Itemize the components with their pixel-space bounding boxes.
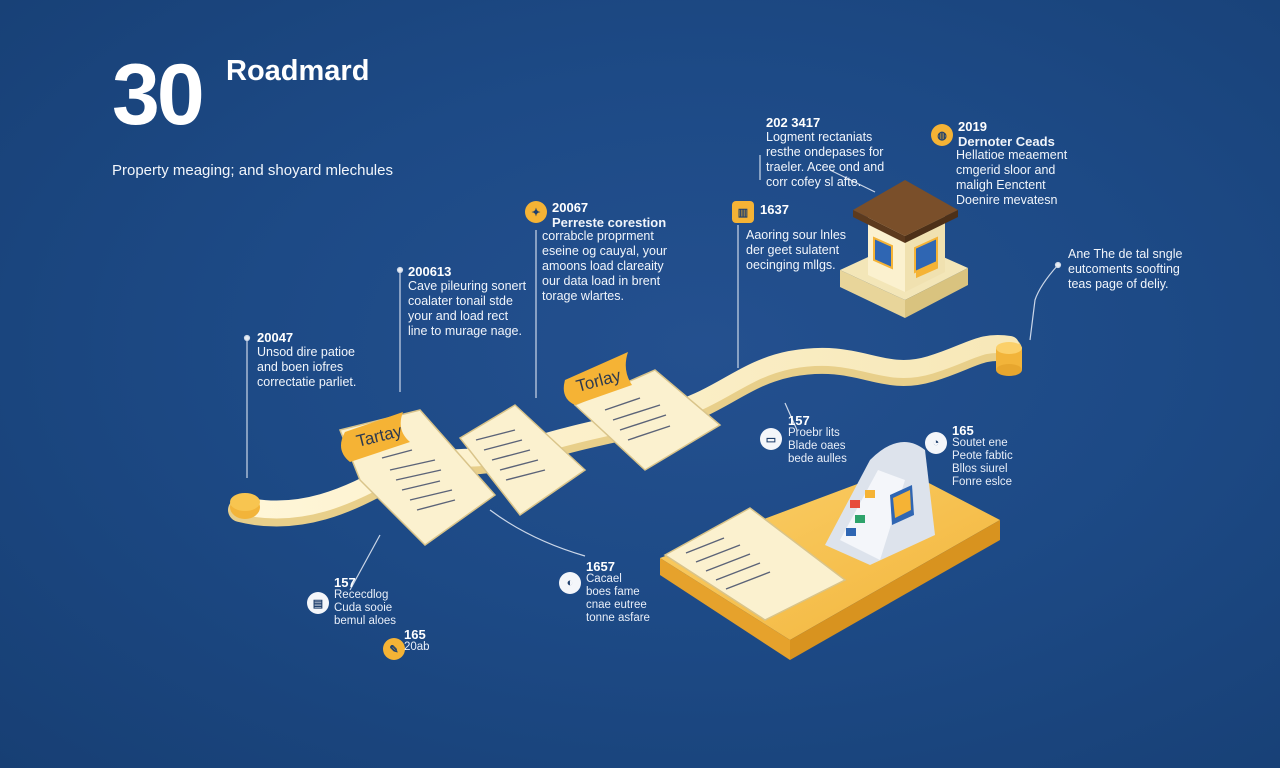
milestone-2-year: 200613 bbox=[408, 264, 452, 279]
house-illustration bbox=[840, 180, 968, 318]
bottom-note-1-line: bemul aloes bbox=[334, 615, 397, 627]
bottom-note-4: 157 Proebr lits Blade oaes bede aulles bbox=[788, 414, 847, 466]
milestone-7: Ane The de tal sngle eutcoments soofting… bbox=[1068, 247, 1182, 292]
scroll-document-2 bbox=[458, 404, 587, 517]
milestone-4: 1637 bbox=[760, 202, 789, 217]
milestone-4-body: Aaoring sour lnles der geet sulatent oec… bbox=[746, 228, 846, 273]
milestone-3-line: torage wlartes. bbox=[542, 289, 624, 303]
milestone-7-line: Ane The de tal sngle bbox=[1068, 247, 1183, 261]
bottom-note-2-year: 165 bbox=[404, 627, 426, 642]
milestone-6-heading: Dernoter Ceads bbox=[958, 134, 1055, 149]
bottom-note-5-year: 165 bbox=[952, 423, 974, 438]
milestone-5-line: resthe ondepases for bbox=[766, 145, 884, 159]
milestone-3-line: corrabcle proprment bbox=[542, 229, 654, 243]
bottom-note-3-year: 1657 bbox=[586, 559, 615, 574]
milestone-1-year: 20047 bbox=[257, 330, 294, 345]
milestone-3-body: corrabcle proprment eseine og cauyal, yo… bbox=[542, 229, 667, 304]
truck-icon: ▭ bbox=[760, 428, 782, 450]
bottom-note-4-line: Blade oaes bbox=[788, 440, 846, 452]
bottom-note-3-line: tonne asfare bbox=[586, 612, 650, 624]
card-icon: ▤ bbox=[307, 592, 329, 614]
bottom-note-4-line: bede aulles bbox=[788, 453, 847, 465]
milestone-2-line: line to murage nage. bbox=[408, 324, 522, 338]
bottom-note-3-line: cnae eutree bbox=[586, 599, 647, 611]
bottom-note-1-year: 157 bbox=[334, 575, 356, 590]
milestone-1-line: correctatie parliet. bbox=[257, 375, 357, 389]
milestone-7-line: eutcoments soofting bbox=[1068, 262, 1180, 276]
milestone-5-line: corr cofey sl afte. bbox=[766, 175, 862, 189]
milestone-2: 200613 Cave pileuring sonert coalater to… bbox=[408, 264, 526, 339]
milestone-3-line: amoons load clareaity bbox=[542, 259, 664, 273]
page-subtitle: Property meaging; and shoyard mlechules bbox=[112, 162, 393, 179]
milestone-6-line: Hellatioe meaement bbox=[956, 148, 1068, 162]
bottom-note-5-line: Peote fabtic bbox=[952, 450, 1013, 462]
milestone-6-line: Doenire mevatesn bbox=[956, 193, 1058, 207]
milestone-3-line: eseine og cauyal, your bbox=[542, 244, 668, 258]
milestone-5-year: 202 3417 bbox=[766, 115, 821, 130]
milestone-2-line: coalater tonail stde bbox=[408, 294, 513, 308]
lightbulb-icon: ✦ bbox=[525, 201, 547, 223]
milestone-2-line: Cave pileuring sonert bbox=[408, 279, 527, 293]
bottom-note-5: 165 Soutet ene Peote fabtic Bllos siurel… bbox=[952, 424, 1013, 489]
bottom-note-1: 157 Rececdlog Cuda sooie bemul aloes bbox=[334, 576, 396, 628]
milestone-3: 20067 Perreste corestion bbox=[552, 200, 666, 230]
bottom-note-5-line: Fonre eslce bbox=[952, 476, 1013, 488]
platform-illustration bbox=[660, 442, 1000, 660]
milestone-3-heading: Perreste corestion bbox=[552, 215, 667, 230]
bottom-note-3-line: boes fame bbox=[586, 586, 640, 598]
milestone-3-year: 20067 bbox=[552, 200, 589, 215]
milestone-4-year: 1637 bbox=[760, 202, 789, 217]
big-number: 30 bbox=[112, 47, 205, 143]
bottom-note-3-line: Cacael bbox=[586, 573, 622, 585]
bottom-note-2-line: 20ab bbox=[404, 641, 430, 653]
milestone-5: 202 3417 Logment rectaniats resthe ondep… bbox=[766, 115, 884, 190]
milestone-5-line: Logment rectaniats bbox=[766, 130, 873, 144]
bottom-note-5-line: Soutet ene bbox=[952, 437, 1008, 449]
bottom-note-2: 165 20ab bbox=[404, 628, 430, 654]
milestone-4-line: Aaoring sour lnles bbox=[746, 228, 847, 242]
pen-icon: ✎ bbox=[383, 638, 405, 660]
palette-icon: ◐ bbox=[559, 572, 581, 594]
milestone-4-line: oecinging mllgs. bbox=[746, 258, 836, 272]
bottom-note-5-line: Bllos siurel bbox=[952, 463, 1008, 475]
milestone-6-body: Hellatioe meaement cmgerid sloor and mal… bbox=[956, 148, 1067, 208]
milestone-2-line: your and load rect bbox=[408, 309, 509, 323]
milestone-1-line: Unsod dire patioe bbox=[257, 345, 355, 359]
milestone-7-line: teas page of deliy. bbox=[1068, 277, 1169, 291]
milestone-6: 2019 Dernoter Ceads bbox=[958, 119, 1055, 149]
bottom-note-3: 1657 Cacael boes fame cnae eutree tonne … bbox=[586, 560, 650, 625]
globe-icon: ◍ bbox=[931, 124, 953, 146]
milestone-6-year: 2019 bbox=[958, 119, 987, 134]
page-title: Roadmard bbox=[226, 55, 370, 87]
bottom-note-1-line: Cuda sooie bbox=[334, 602, 393, 614]
milestone-6-line: maligh Eenctent bbox=[956, 178, 1046, 192]
scroll-document-1: Tartay bbox=[338, 409, 497, 546]
scroll-document-3: Torlay bbox=[563, 352, 722, 471]
chart-icon: ◔ bbox=[925, 432, 947, 454]
bottom-note-4-year: 157 bbox=[788, 413, 810, 428]
milestone-1-line: and boen iofres bbox=[257, 360, 344, 374]
milestone-6-line: cmgerid sloor and bbox=[956, 163, 1056, 177]
building-icon: ▥ bbox=[732, 201, 754, 223]
milestone-1: 20047 Unsod dire patioe and boen iofres … bbox=[257, 330, 356, 390]
milestone-4-line: der geet sulatent bbox=[746, 243, 840, 257]
bottom-note-4-line: Proebr lits bbox=[788, 427, 840, 439]
milestone-3-line: our data load in brent bbox=[542, 274, 661, 288]
milestone-5-line: traeler. Acee ond and bbox=[766, 160, 885, 174]
bottom-note-1-line: Rececdlog bbox=[334, 589, 389, 601]
